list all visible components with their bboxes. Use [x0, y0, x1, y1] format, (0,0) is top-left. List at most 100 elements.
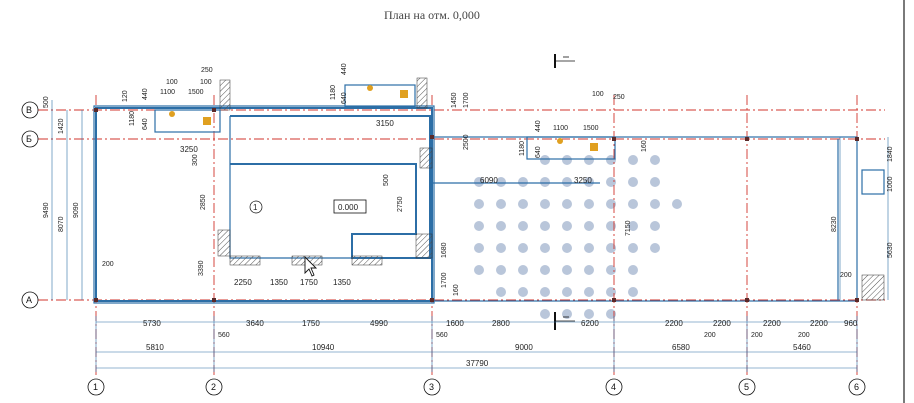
watermark-dot — [606, 309, 616, 319]
dim-label: 1680 — [441, 242, 448, 258]
watermark-dot — [606, 243, 616, 253]
watermark-dot — [584, 265, 594, 275]
dim-label: 1180 — [129, 111, 136, 126]
dim-label: 500 — [383, 174, 390, 186]
dim-label: 5460 — [793, 343, 811, 352]
dim-label: 1420 — [58, 118, 65, 134]
watermark-dot — [606, 155, 616, 165]
dim-label: 1700 — [441, 272, 448, 288]
watermark-dot — [562, 287, 572, 297]
watermark-dot — [562, 221, 572, 231]
watermark-dot — [606, 177, 616, 187]
watermark-dot — [650, 177, 660, 187]
dim-label: 1450 — [451, 92, 458, 108]
dim-label: 9090 — [73, 202, 80, 218]
watermark-dot — [650, 243, 660, 253]
watermark-dot — [606, 199, 616, 209]
watermark-dot — [562, 309, 572, 319]
dim-label: 640 — [535, 146, 542, 158]
watermark-dot — [606, 287, 616, 297]
dim-label: 2750 — [397, 196, 404, 212]
watermark-dot — [562, 155, 572, 165]
dim-label: 1750 — [302, 319, 320, 328]
dim-label: 1180 — [519, 141, 526, 156]
watermark-dot — [650, 221, 660, 231]
bottom-dimensions-row2: 5810 10940 9000 6580 5460 37790 — [146, 343, 811, 368]
watermark-dot — [628, 155, 638, 165]
watermark-dot — [540, 177, 550, 187]
watermark-dot — [496, 243, 506, 253]
axis-col-label: 5 — [744, 382, 749, 392]
arrow-cursor-icon — [304, 255, 318, 277]
watermark-dot — [606, 265, 616, 275]
dim-label: 4990 — [370, 319, 388, 328]
dim-label: 440 — [341, 63, 348, 75]
watermark-dot — [650, 155, 660, 165]
watermark-dot — [474, 177, 484, 187]
dim-label: 560 — [218, 332, 230, 339]
watermark-dot — [606, 221, 616, 231]
dim-label: 2200 — [810, 319, 828, 328]
watermark-dot — [672, 199, 682, 209]
watermark-dot — [518, 265, 528, 275]
dimension-lines — [51, 100, 889, 372]
watermark-dot — [628, 265, 638, 275]
dim-label: 5630 — [887, 242, 894, 258]
dim-label: 8230 — [831, 216, 838, 232]
left-dimensions: 500 1420 9490 8070 9090 — [43, 96, 80, 232]
dim-label: 200 — [102, 261, 114, 268]
dim-label: 1000 — [887, 176, 894, 192]
watermark-dot — [496, 177, 506, 187]
dim-label: 1750 — [300, 278, 318, 287]
dim-label: 6200 — [581, 319, 599, 328]
dim-label: 120 — [122, 90, 129, 102]
watermark-dot — [474, 243, 484, 253]
watermark-dot — [496, 265, 506, 275]
watermark-dot — [496, 287, 506, 297]
dim-label: 500 — [43, 96, 50, 108]
watermark-dot — [496, 221, 506, 231]
dim-label: 1350 — [333, 278, 351, 287]
dim-label: 2200 — [665, 319, 683, 328]
watermark-dot — [474, 221, 484, 231]
dim-label: 160 — [641, 140, 648, 152]
watermark-dot — [518, 243, 528, 253]
dim-label: 960 — [844, 319, 858, 328]
watermark-dot — [518, 221, 528, 231]
dim-label: 100 — [200, 79, 212, 86]
dim-label: 440 — [142, 88, 149, 100]
watermark-dot — [562, 243, 572, 253]
dim-label: 160 — [453, 284, 460, 296]
dim-label: 300 — [192, 154, 199, 166]
dim-label: 1350 — [270, 278, 288, 287]
watermark-dot — [540, 221, 550, 231]
dim-label: 2250 — [234, 278, 252, 287]
watermark-dot — [496, 199, 506, 209]
watermark-dot — [584, 177, 594, 187]
dim-label: 2800 — [492, 319, 510, 328]
watermark-dot — [584, 199, 594, 209]
watermark-dot — [628, 287, 638, 297]
dim-label: 3640 — [246, 319, 264, 328]
dim-label: 9490 — [43, 202, 50, 218]
watermark-dot — [540, 243, 550, 253]
dot-pattern-watermark — [474, 155, 682, 319]
axis-row-label: В — [26, 105, 32, 115]
watermark-dot — [562, 199, 572, 209]
dim-label: 3250 — [180, 145, 198, 154]
dim-label: 5730 — [143, 319, 161, 328]
dim-label: 1600 — [446, 319, 464, 328]
watermark-dot — [518, 287, 528, 297]
interior-dimensions: 3250 3150 2500 300 2850 3390 500 2750 60… — [102, 119, 894, 296]
dim-label: 3250 — [574, 176, 592, 185]
watermark-dot — [628, 221, 638, 231]
dim-label: 1100 — [160, 89, 175, 96]
axis-col-label: 1 — [93, 382, 98, 392]
section-mark-bottom — [554, 312, 575, 330]
axis-col-label: 6 — [854, 382, 859, 392]
columns — [94, 108, 859, 302]
dim-label: 1700 — [463, 92, 470, 108]
dim-label: 6580 — [672, 343, 690, 352]
dim-label: 10940 — [312, 343, 335, 352]
watermark-dot — [584, 287, 594, 297]
